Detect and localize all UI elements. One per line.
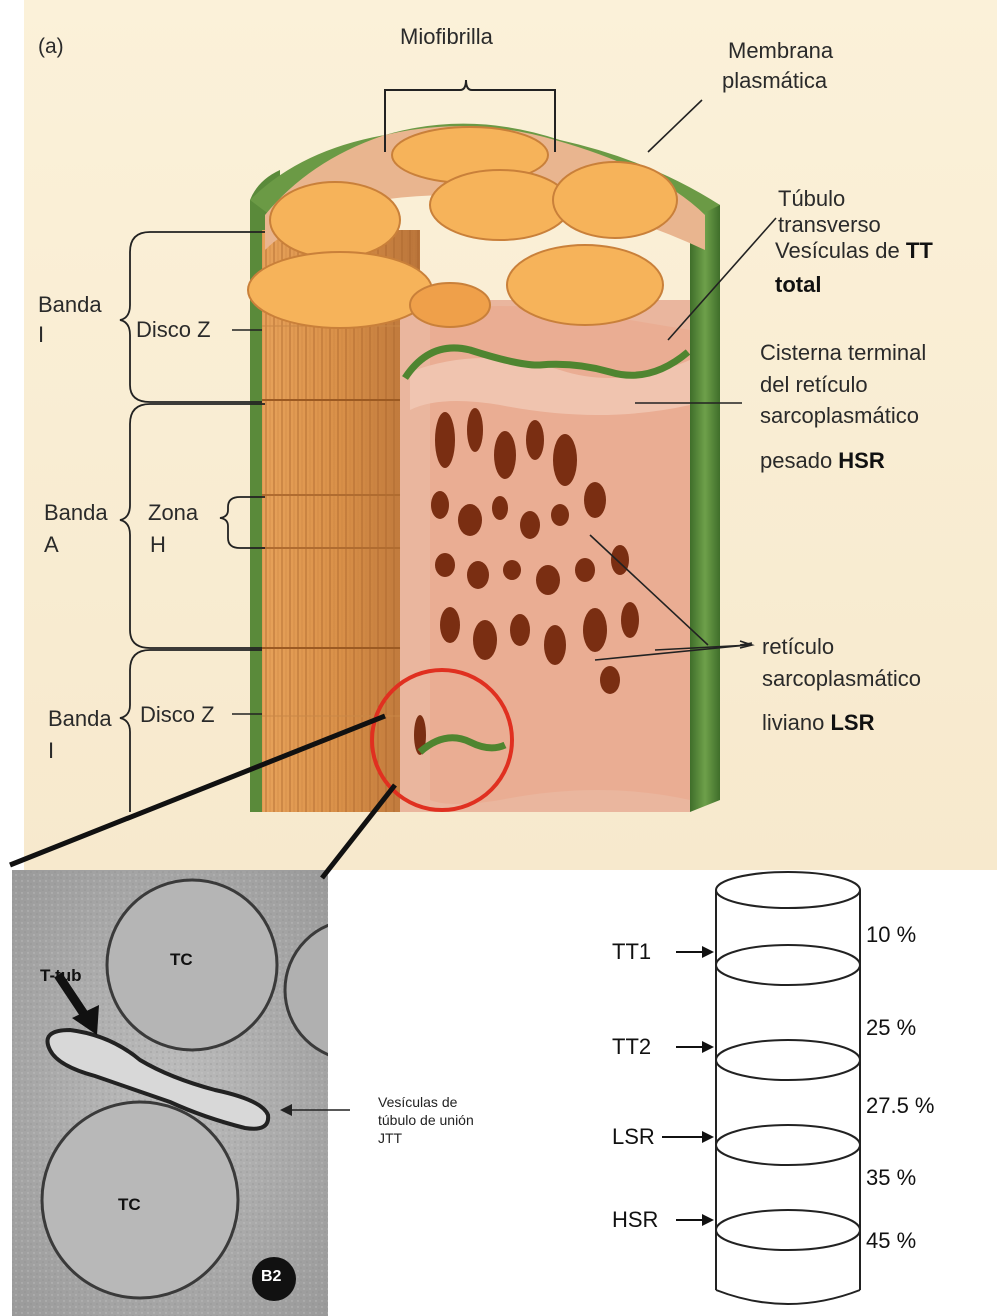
- density-gradient-tube: [716, 872, 860, 1304]
- label-cisterna-2: del retículo: [760, 372, 868, 398]
- label-miofibrilla: Miofibrilla: [400, 24, 493, 50]
- pct-45: 45 %: [866, 1228, 916, 1254]
- label-pesado-text: pesado: [760, 448, 838, 473]
- label-reticulo-2: sarcoplasmático: [762, 666, 921, 692]
- label-zona-h-letter: H: [150, 532, 166, 558]
- label-liviano-text: liviano: [762, 710, 830, 735]
- label-b2: B2: [261, 1268, 281, 1286]
- plasma-membrane-right: [690, 190, 720, 812]
- electron-micrograph: [12, 870, 425, 1316]
- label-hsr-bold: HSR: [838, 448, 884, 473]
- label-zona-h: Zona: [148, 500, 198, 526]
- label-banda-i-bottom-letter: I: [48, 738, 54, 764]
- label-liviano-lsr: liviano LSR: [762, 710, 874, 736]
- pct-35: 35 %: [866, 1165, 916, 1191]
- label-tc-top: TC: [170, 950, 193, 970]
- band-tt2: [716, 1040, 860, 1080]
- label-lsr-bold: LSR: [830, 710, 874, 735]
- label-disco-z-bottom: Disco Z: [140, 702, 215, 728]
- band-label-hsr: HSR: [612, 1207, 658, 1233]
- caption-jtt-3: JTT: [378, 1130, 402, 1147]
- band-label-tt1: TT1: [612, 939, 651, 965]
- tube-top: [716, 872, 860, 908]
- label-tubulo-1: Túbulo: [778, 186, 845, 212]
- label-membrana-2: plasmática: [722, 68, 827, 94]
- pct-25: 25 %: [866, 1015, 916, 1041]
- band-arrows: [662, 946, 714, 1226]
- label-banda-i-top-letter: I: [38, 322, 44, 348]
- pct-27-5: 27.5 %: [866, 1093, 935, 1119]
- label-vesiculas-tt-text: Vesículas de: [775, 238, 906, 263]
- label-banda-i-top: Banda: [38, 292, 102, 318]
- label-tc-bottom: TC: [118, 1195, 141, 1215]
- label-membrana-1: Membrana: [728, 38, 833, 64]
- label-cisterna-3: sarcoplasmático: [760, 403, 919, 429]
- pct-10: 10 %: [866, 922, 916, 948]
- label-disco-z-top: Disco Z: [136, 317, 211, 343]
- band-label-lsr: LSR: [612, 1124, 655, 1150]
- panel-letter: (a): [38, 34, 64, 60]
- label-banda-i-bottom: Banda: [48, 706, 112, 732]
- label-t-tub: T-tub: [40, 966, 82, 986]
- band-label-tt2: TT2: [612, 1034, 651, 1060]
- label-vesiculas-tt: Vesículas de TT: [775, 238, 933, 264]
- band-lsr: [716, 1125, 860, 1165]
- label-vesiculas-tt-total: total: [775, 272, 821, 298]
- label-vesiculas-tt-bold: TT: [906, 238, 933, 263]
- label-reticulo-1: retículo: [762, 634, 834, 660]
- label-banda-a-letter: A: [44, 532, 59, 558]
- caption-jtt-2: túbulo de unión: [378, 1112, 474, 1129]
- muscle-fiber: [248, 124, 720, 812]
- caption-jtt-1: Vesículas de: [378, 1094, 457, 1111]
- label-banda-a: Banda: [44, 500, 108, 526]
- label-tubulo-2: transverso: [778, 212, 881, 238]
- band-tt1: [716, 945, 860, 985]
- band-hsr: [716, 1210, 860, 1250]
- label-cisterna-1: Cisterna terminal: [760, 340, 926, 366]
- label-pesado-hsr: pesado HSR: [760, 448, 885, 474]
